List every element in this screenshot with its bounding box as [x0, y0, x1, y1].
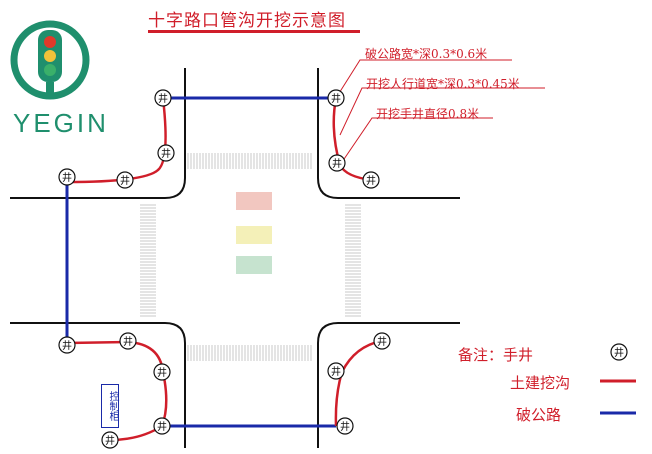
hand-wells: 井井井井井井井井井井井井井井井	[58, 89, 391, 449]
legend-well-icon	[610, 343, 628, 361]
hand-well-label: 井	[120, 174, 130, 187]
callout-road-break: 破公路宽*深0.3*0.6米	[365, 47, 488, 61]
logo-brand: YEGIN	[13, 108, 109, 138]
legend-well-glyph: 井	[614, 346, 624, 359]
hand-well-icon	[336, 417, 354, 435]
hand-well-label: 井	[62, 339, 72, 352]
hand-well-icon	[154, 89, 172, 107]
title-underline	[148, 30, 360, 33]
traffic-signal-icon	[236, 192, 272, 274]
hand-well-icon	[58, 168, 76, 186]
hand-well-icon	[58, 336, 76, 354]
legend-marks: 井	[600, 343, 636, 415]
hand-well-label: 井	[158, 92, 168, 105]
hand-well-label: 井	[157, 420, 167, 433]
hand-well-icon	[328, 154, 346, 172]
callout-hand-well: 开挖手井直径0.8米	[376, 107, 480, 121]
hand-well-label: 井	[161, 147, 171, 160]
hand-well-icon	[119, 332, 137, 350]
road-edges	[10, 68, 460, 448]
hand-well-label: 井	[366, 174, 376, 187]
hand-well-icon	[153, 363, 171, 381]
hand-well-icon	[362, 171, 380, 189]
hand-well-label: 井	[332, 157, 342, 170]
hand-well-label: 井	[331, 92, 341, 105]
hand-well-icon	[327, 362, 345, 380]
road-break-lines	[65, 96, 336, 428]
hand-well-label: 井	[340, 420, 350, 433]
callout-leaders	[335, 59, 545, 166]
page-title: 十字路口管沟开挖示意图	[148, 11, 346, 31]
hand-well-label: 井	[331, 365, 341, 378]
legend-trench-label: 土建挖沟	[510, 374, 571, 392]
hand-well-label: 井	[105, 434, 115, 447]
hand-well-icon	[153, 417, 171, 435]
hand-well-icon	[157, 144, 175, 162]
hand-well-label: 井	[62, 171, 72, 184]
legend-road-label: 破公路	[516, 406, 562, 424]
hand-well-label: 井	[157, 366, 167, 379]
logo-icon	[10, 20, 90, 100]
crosswalks	[140, 153, 361, 361]
control-cabinet: 控制柜	[101, 384, 119, 428]
hand-well-icon	[327, 89, 345, 107]
hand-well-icon	[373, 332, 391, 350]
legend-remark: 备注：手井	[458, 346, 534, 364]
hand-well-label: 井	[377, 335, 387, 348]
hand-well-icon	[101, 431, 119, 449]
callout-sidewalk: 开挖人行道宽*深0.3*0.45米	[366, 77, 520, 91]
hand-well-label: 井	[123, 335, 133, 348]
hand-well-icon	[116, 171, 134, 189]
